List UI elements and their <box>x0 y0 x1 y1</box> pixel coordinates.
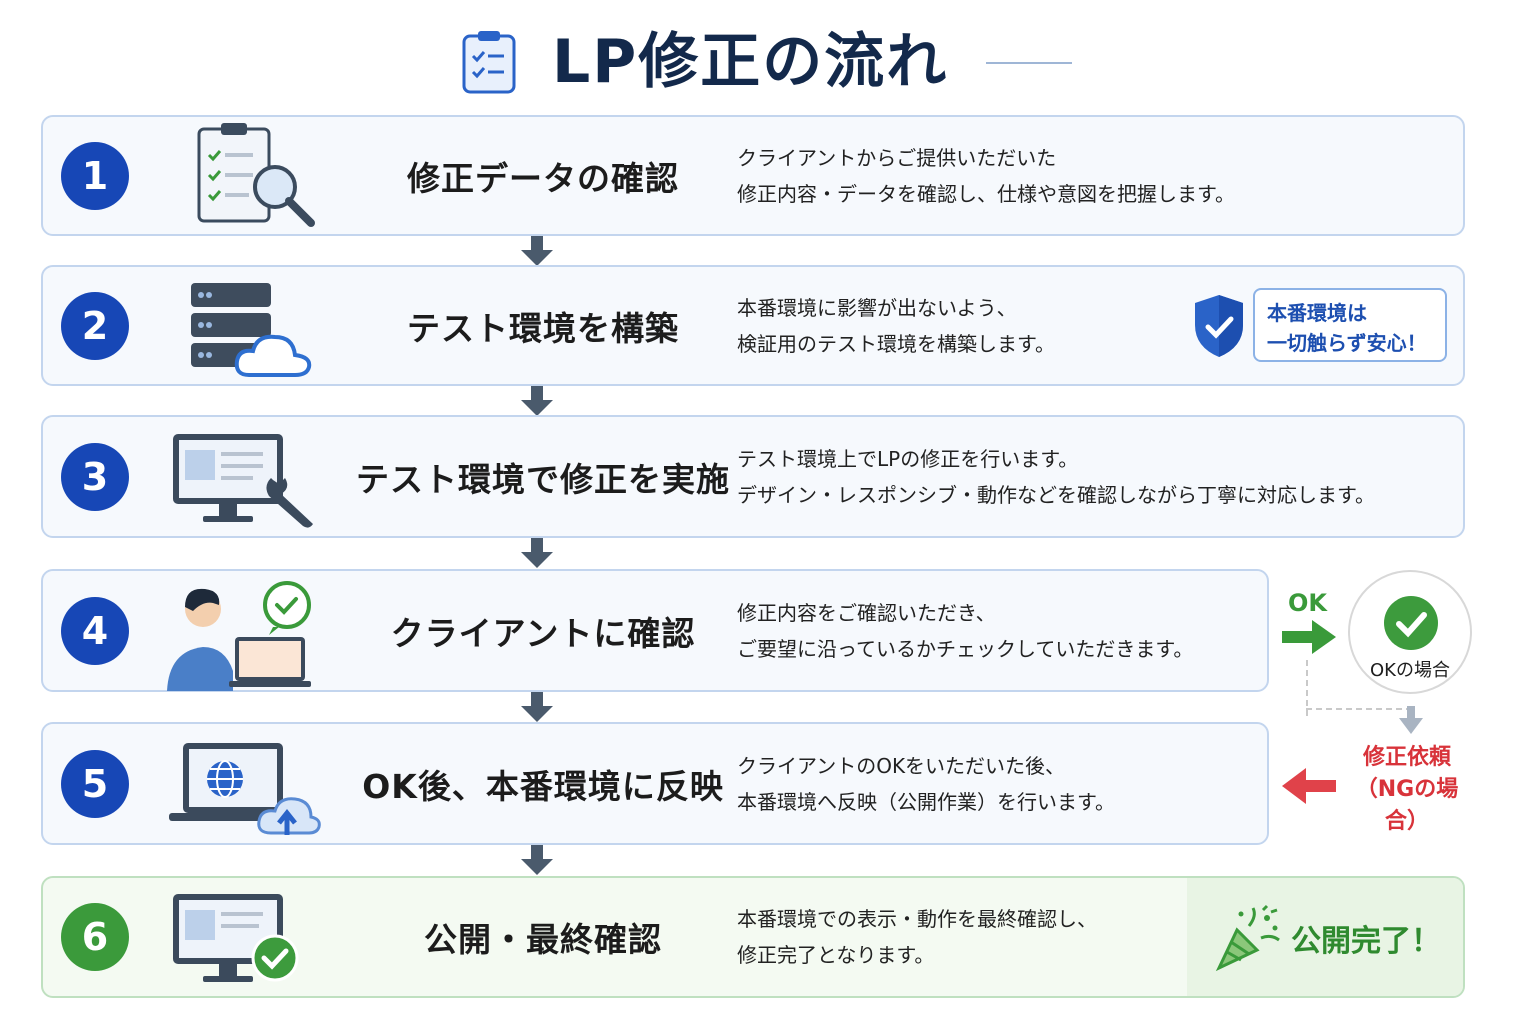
completion-badge: 公開完了！ <box>1187 878 1463 996</box>
step-description: クライアントのOKをいただいた後、 本番環境へ反映（公開作業）を行います。 <box>737 753 1115 814</box>
safety-badge: 本番環境は 一切触らず安心！ <box>1253 288 1447 362</box>
arrow-down-icon <box>521 236 553 266</box>
step-number: 2 <box>61 291 129 360</box>
arrow-right-icon <box>1282 620 1336 654</box>
arrow-down-icon <box>521 692 553 722</box>
step-3: 3 テスト環境で修正を実施 テスト環境上でLPの修正を行います。 デザイン・レス… <box>41 415 1465 538</box>
page-title: LP修正の流れ <box>552 27 949 97</box>
step-number: 5 <box>61 749 129 818</box>
ok-case-label: OKの場合 <box>1370 660 1450 681</box>
step-title: 修正データの確認 <box>407 158 679 198</box>
step-6: 6 公開・最終確認 本番環境での表示・動作を最終確認し、 修正完了となります。 <box>41 876 1465 998</box>
ok-case-circle: OKの場合 <box>1348 570 1472 694</box>
step-1: 1 修正データの確認 クライアントからご提供いただいた 修正内容・データを確認し… <box>41 115 1465 236</box>
arrow-down-icon <box>521 386 553 416</box>
header: LP修正の流れ <box>0 22 1536 102</box>
step-number: 4 <box>61 596 129 665</box>
step-number: 6 <box>61 903 129 971</box>
arrow-down-icon <box>521 538 553 568</box>
server-cloud-icon <box>163 271 323 381</box>
step-description: 本番環境での表示・動作を最終確認し、 修正完了となります。 <box>737 907 1097 967</box>
step-description: テスト環境上でLPの修正を行います。 デザイン・レスポンシブ・動作などを確認しな… <box>737 446 1375 507</box>
ok-label: OK <box>1288 589 1327 617</box>
clipboard-checklist-icon <box>462 31 516 94</box>
laptop-globe-upload-icon <box>163 729 323 839</box>
ng-case-label: 修正依頼 （NGの場合） <box>1355 745 1459 834</box>
person-laptop-check-icon <box>163 580 323 701</box>
dashed-connector <box>1306 708 1412 710</box>
step-description: 修正内容をご確認いただき、 ご要望に沿っているかチェックしていただきます。 <box>737 600 1194 661</box>
arrow-down-icon <box>521 845 553 875</box>
completion-text: 公開完了！ <box>1291 924 1441 959</box>
monitor-wrench-icon <box>163 422 323 532</box>
step-4: 4 クライアントに確認 修正内容をご確認いただき、 ご要望に沿っているかチェック… <box>41 569 1269 692</box>
step-number: 3 <box>61 442 129 511</box>
arrow-left-icon <box>1282 768 1336 804</box>
step-5: 5 OK後、本番環境に反映 クライアントのOKをいただいた後、 本番環境へ反映（… <box>41 722 1269 845</box>
step-description: クライアントからご提供いただいた 修正内容・データを確認し、仕様や意図を把握しま… <box>737 145 1235 206</box>
step-title: テスト環境を構築 <box>407 308 679 348</box>
step-title: テスト環境で修正を実施 <box>356 459 730 499</box>
step-title: 公開・最終確認 <box>424 920 662 959</box>
clipboard-search-icon <box>163 121 323 231</box>
monitor-check-icon <box>163 882 323 992</box>
party-popper-icon <box>1215 904 1280 972</box>
shield-check-icon <box>1195 295 1243 357</box>
step-2: 2 テスト環境を構築 本番環境に影響が出ないよう、 検証用のテスト環境を構築しま… <box>41 265 1465 386</box>
arrow-down-icon <box>1399 706 1423 734</box>
step-description: 本番環境に影響が出ないよう、 検証用のテスト環境を構築します。 <box>737 295 1055 356</box>
step-title: OK後、本番環境に反映 <box>362 766 724 806</box>
title-divider <box>986 62 1072 64</box>
step-title: クライアントに確認 <box>390 613 696 653</box>
step-number: 1 <box>61 141 129 210</box>
dashed-connector <box>1306 660 1308 716</box>
check-icon <box>1384 596 1438 650</box>
